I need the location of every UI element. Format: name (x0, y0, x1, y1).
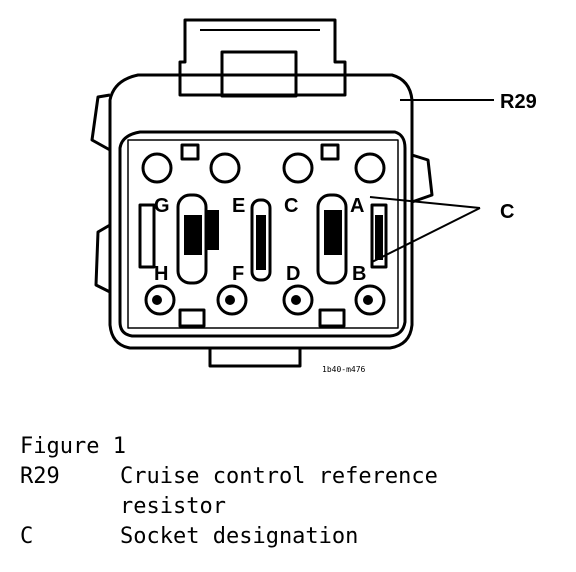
pin-label-f: F (232, 263, 244, 285)
legend-row-r29: R29 Cruise control reference (20, 462, 560, 492)
pin-label-b: B (352, 263, 366, 285)
legend-row-c: C Socket designation (20, 522, 560, 552)
right-side-tab (411, 153, 434, 204)
pin-label-g: G (154, 195, 170, 217)
left-side-tab (90, 93, 111, 152)
connector-diagram: G E C A H F D B R29 C 1b40-m476 (90, 18, 537, 374)
pin-label-a: A (350, 195, 364, 217)
pin-label-h: H (154, 263, 168, 285)
figure-caption: Figure 1 R29 Cruise control reference re… (20, 432, 560, 552)
connector-face (118, 130, 407, 338)
callout-c: C (500, 201, 514, 223)
legend-code: C (20, 524, 34, 549)
legend-desc: Cruise control reference (120, 464, 438, 489)
legend-row-r29-cont: resistor (20, 492, 560, 522)
pin-label-d: D (286, 263, 300, 285)
locking-tab (178, 18, 347, 97)
c-leader-line-upper (369, 196, 481, 209)
callout-r29: R29 (500, 91, 537, 113)
left-lower-tab (94, 223, 111, 294)
bottom-tab (208, 346, 302, 368)
pin-label-e: E (232, 195, 245, 217)
pin-label-c: C (284, 195, 298, 217)
connector-housing (108, 73, 414, 350)
legend-desc: Socket designation (120, 524, 359, 549)
figure-title: Figure 1 (20, 434, 126, 459)
legend-desc-cont: resistor (120, 494, 226, 519)
part-code: 1b40-m476 (322, 365, 366, 374)
c-leader-line-lower (371, 207, 481, 263)
legend-code: R29 (20, 464, 60, 489)
